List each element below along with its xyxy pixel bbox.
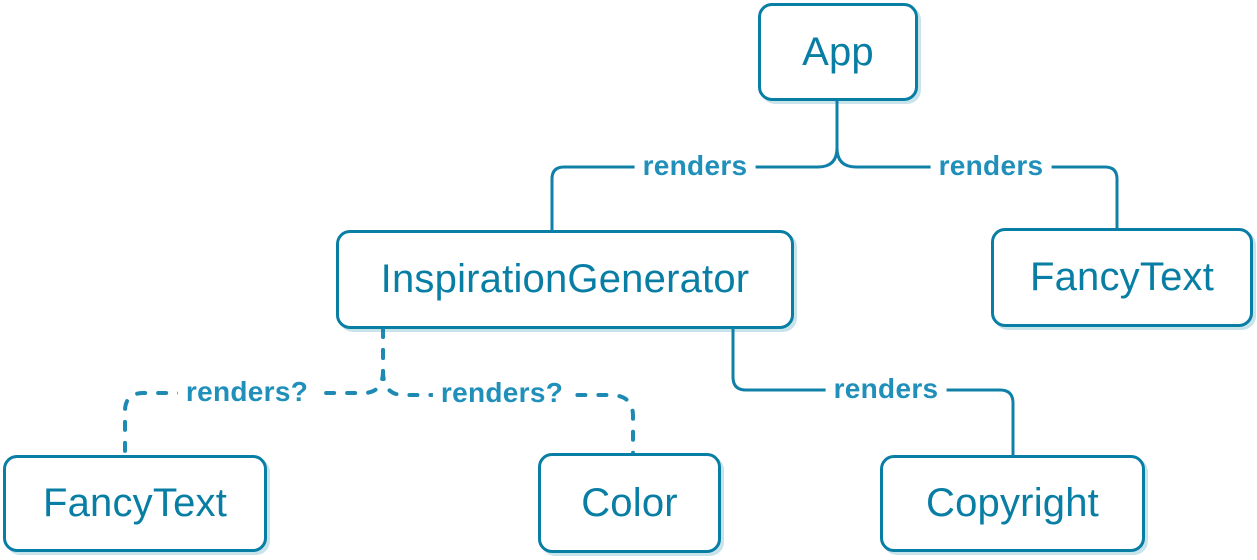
node-inspiration-generator: InspirationGenerator bbox=[336, 230, 794, 329]
edge-label-inspirationgenerator-copyright: renders bbox=[825, 373, 947, 405]
node-copyright: Copyright bbox=[880, 455, 1145, 552]
node-color: Color bbox=[538, 453, 721, 553]
node-inspiration-generator-label: InspirationGenerator bbox=[380, 257, 750, 301]
edge-label-app-fancytext: renders bbox=[930, 150, 1052, 182]
node-copyright-label: Copyright bbox=[926, 481, 1099, 525]
edge-label-inspirationgenerator-fancytext: renders? bbox=[177, 376, 317, 408]
node-fancy-text-bottom: FancyText bbox=[3, 455, 267, 552]
node-app: App bbox=[758, 3, 918, 101]
node-color-label: Color bbox=[581, 480, 678, 525]
node-app-label: App bbox=[802, 29, 874, 74]
node-fancy-text-bottom-label: FancyText bbox=[42, 481, 228, 525]
edge-label-inspirationgenerator-color: renders? bbox=[432, 377, 572, 409]
node-fancy-text-top-label: FancyText bbox=[1029, 255, 1215, 299]
edge-inspirationgenerator-to-color-dashed bbox=[381, 327, 635, 456]
node-fancy-text-top: FancyText bbox=[991, 228, 1253, 327]
edge-label-app-inspirationgenerator: renders bbox=[634, 150, 756, 182]
